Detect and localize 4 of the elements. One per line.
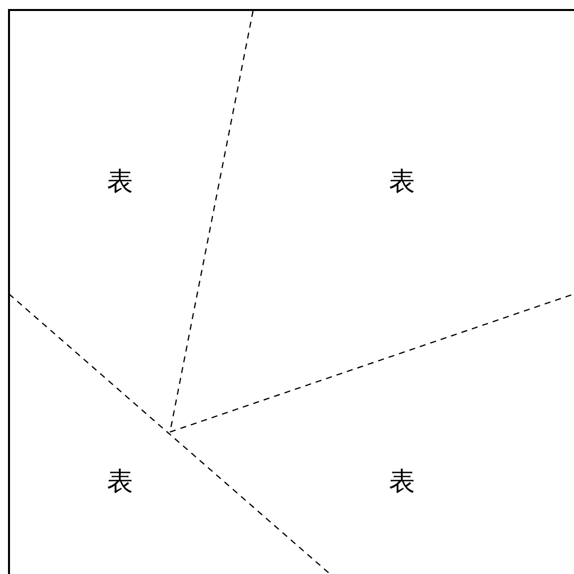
side-label: 表 bbox=[107, 167, 133, 197]
side-label: 表 bbox=[107, 467, 133, 497]
side-label: 表 bbox=[389, 467, 415, 497]
side-label: 表 bbox=[389, 167, 415, 197]
